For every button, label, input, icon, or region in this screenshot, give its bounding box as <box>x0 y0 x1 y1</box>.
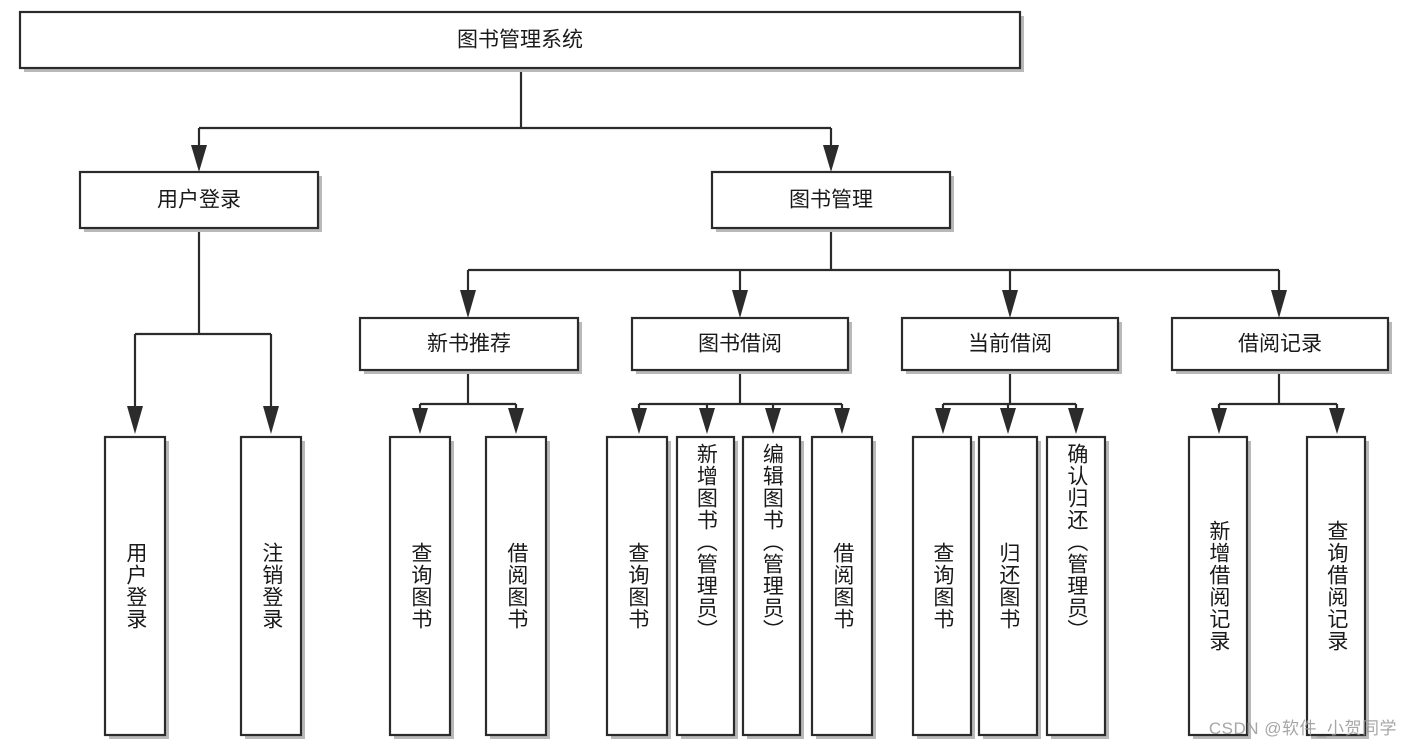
arrow-bb-leaf-2 <box>699 408 715 434</box>
node-borrow-record-label: 借阅记录 <box>1238 333 1322 356</box>
leaf-bookborrow-1-box[interactable] <box>605 435 669 737</box>
leaf-borrowrecord-1-box[interactable] <box>1187 435 1249 737</box>
node-user-login[interactable]: 用户登录 <box>78 170 322 232</box>
node-root[interactable]: 图书管理系统 <box>18 10 1024 72</box>
leaf-currentborrow-2-box[interactable] <box>977 435 1039 737</box>
arrow-to-new-book <box>460 290 476 318</box>
arrow-cb-leaf-1 <box>935 408 951 434</box>
arrow-cb-leaf-2 <box>1000 408 1016 434</box>
arrow-cb-leaf-3 <box>1068 408 1084 434</box>
node-root-label: 图书管理系统 <box>457 29 583 52</box>
leaf-currentborrow-1-box[interactable] <box>911 435 973 737</box>
leaf-borrowrecord-2-box[interactable] <box>1305 435 1367 737</box>
arrow-to-current-borrow <box>1002 290 1018 318</box>
node-book-borrow-box[interactable] <box>630 316 850 372</box>
node-current-borrow-box[interactable] <box>900 316 1120 372</box>
node-book-borrow[interactable]: 图书借阅 <box>630 316 852 374</box>
leaf-newbook-2-box[interactable] <box>484 435 548 737</box>
arrow-bb-leaf-4 <box>834 408 850 434</box>
node-new-book-recommend-label: 新书推荐 <box>427 333 511 356</box>
leaf-user-login-2-box[interactable] <box>239 435 303 737</box>
arrow-newbook-leaf-1 <box>412 408 428 434</box>
node-book-management-label: 图书管理 <box>789 189 873 212</box>
leaf-user-login-1-box[interactable] <box>103 435 167 737</box>
node-book-borrow-label: 图书借阅 <box>698 333 782 356</box>
node-current-borrow-label: 当前借阅 <box>968 333 1052 356</box>
arrow-user-login-leaf-1 <box>127 406 143 434</box>
arrow-to-book-mgmt <box>823 145 839 172</box>
arrow-user-login-leaf-2 <box>263 406 279 434</box>
arrow-bb-leaf-3 <box>765 408 781 434</box>
arrow-br-leaf-2 <box>1329 408 1345 434</box>
leaf-bookborrow-4-box[interactable] <box>810 435 874 737</box>
node-user-login-box[interactable] <box>78 170 320 230</box>
leaf-bookborrow-2-box[interactable] <box>675 435 736 737</box>
node-current-borrow[interactable]: 当前借阅 <box>900 316 1122 374</box>
connectors <box>127 68 1345 434</box>
node-new-book-recommend-box[interactable] <box>358 316 580 372</box>
node-root-box[interactable] <box>18 10 1022 70</box>
arrow-to-book-borrow <box>732 290 748 318</box>
node-borrow-record[interactable]: 借阅记录 <box>1170 316 1392 374</box>
arrow-to-borrow-record <box>1271 290 1287 318</box>
node-user-login-label: 用户登录 <box>157 189 241 212</box>
arrow-bb-leaf-1 <box>631 408 647 434</box>
node-borrow-record-box[interactable] <box>1170 316 1390 372</box>
node-book-management[interactable]: 图书管理 <box>710 170 954 232</box>
arrow-to-user-login <box>191 145 207 172</box>
csdn-watermark: CSDN @软件_小贺同学 <box>1208 719 1397 738</box>
leaf-currentborrow-3-box[interactable] <box>1045 435 1107 737</box>
arrow-br-leaf-1 <box>1211 408 1227 434</box>
node-book-management-box[interactable] <box>710 170 952 230</box>
arrow-newbook-leaf-2 <box>508 408 524 434</box>
node-new-book-recommend[interactable]: 新书推荐 <box>358 316 582 374</box>
leaf-bookborrow-3-box[interactable] <box>741 435 802 737</box>
leaf-newbook-1-box[interactable] <box>388 435 452 737</box>
